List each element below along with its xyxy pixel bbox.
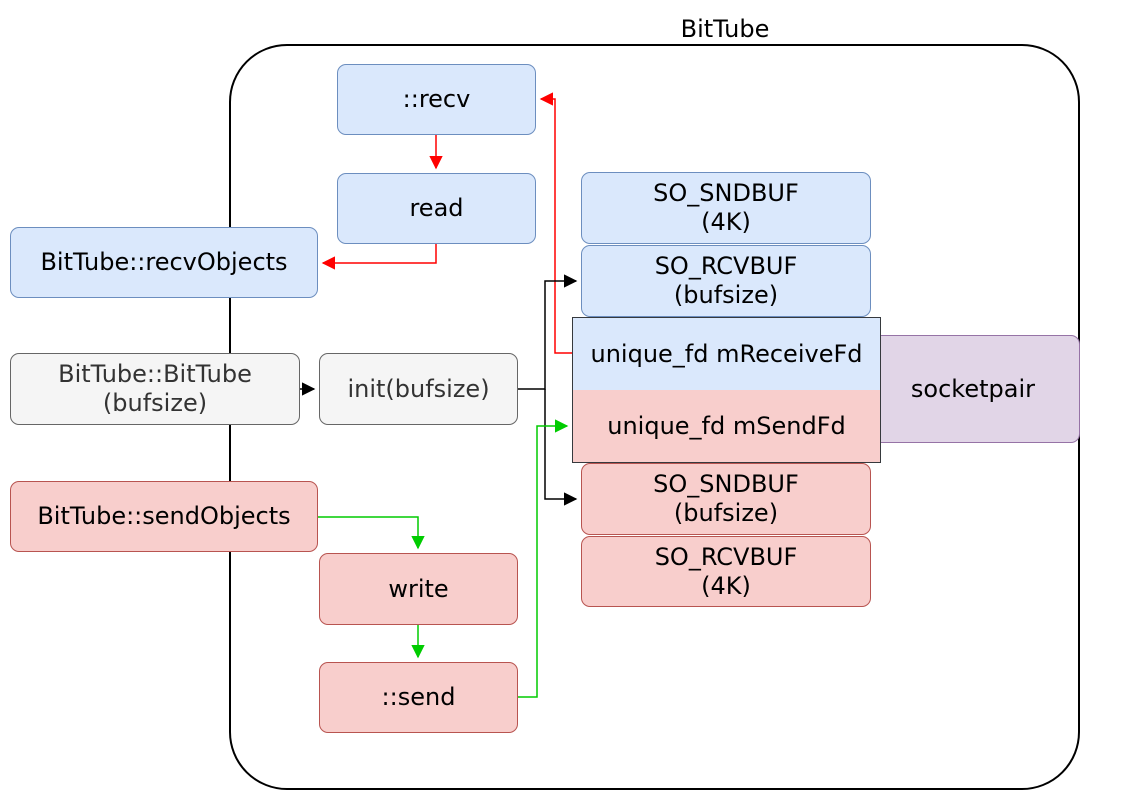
edge-init-to-rcvbuf [518,274,578,390]
send-objects-node[interactable]: BitTube::sendObjects [10,481,318,552]
send-node[interactable]: ::send [319,662,518,733]
edge-receive-fd-to-recv [539,92,572,354]
so-rcvbuf-bufsize-node[interactable]: SO_RCVBUF (bufsize) [581,245,871,317]
edge-send-to-send-fd [518,419,569,698]
recv-node[interactable]: ::recv [337,64,536,135]
read-node[interactable]: read [337,173,536,244]
bittube-constructor-node[interactable]: BitTube::BitTube (bufsize) [10,353,300,425]
socketpair-label: socketpair [910,374,1035,403]
edge-read-to-recv-objects [321,244,437,270]
receive-fd-node[interactable]: unique_fd mReceiveFd [572,317,881,390]
init-node[interactable]: init(bufsize) [319,353,518,425]
container-title: BitTube [680,15,770,43]
write-node[interactable]: write [319,553,518,625]
so-sndbuf-bufsize-node[interactable]: SO_SNDBUF (bufsize) [581,463,871,535]
send-fd-node[interactable]: unique_fd mSendFd [572,390,881,463]
recv-objects-node[interactable]: BitTube::recvObjects [10,227,318,298]
edge-init-to-sndbuf [544,389,578,506]
edge-send-objects-to-write [318,516,425,550]
so-rcvbuf-4k-node[interactable]: SO_RCVBUF (4K) [581,536,871,607]
so-sndbuf-4k-node[interactable]: SO_SNDBUF (4K) [581,172,871,244]
